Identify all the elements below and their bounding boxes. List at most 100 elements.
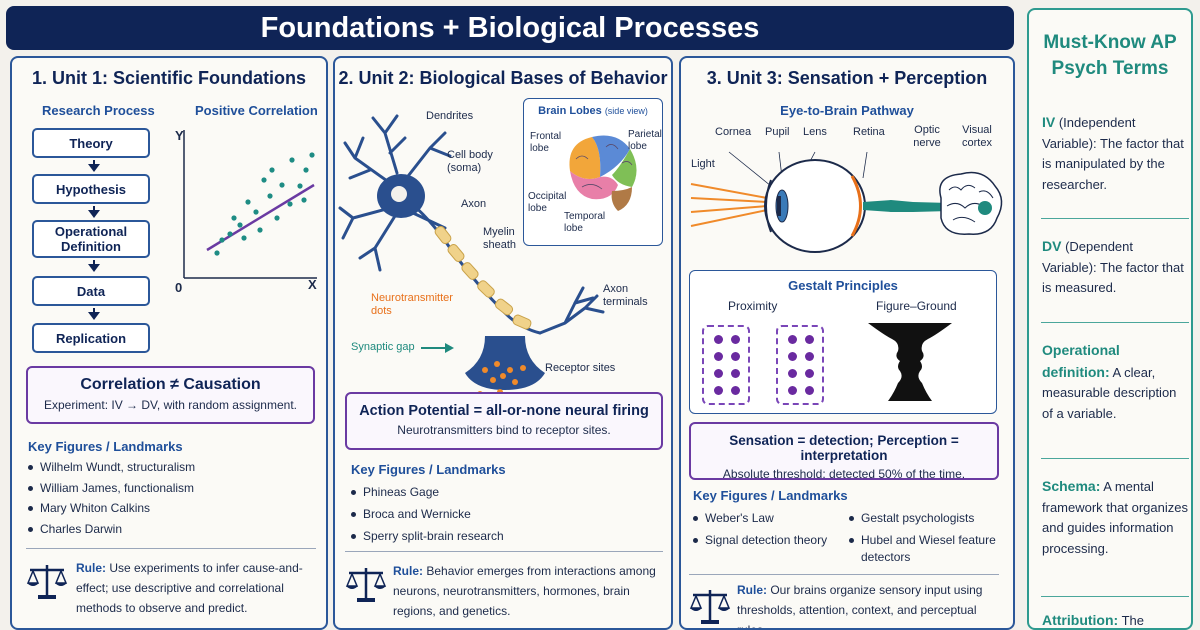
rule-body: Behavior emerges from interactions among…: [393, 564, 656, 618]
term-iv: IV (Independent Variable): The factor th…: [1042, 114, 1184, 192]
scale-icon: [689, 590, 731, 624]
label-axon: Axon: [461, 198, 487, 210]
list-item: Signal detection theory: [691, 530, 841, 552]
list-item: William James, functionalism: [26, 478, 316, 499]
term-operational-definition: Operational definition: A clear, measura…: [1042, 342, 1177, 421]
unit2-panel: 2. Unit 2: Biological Bases of Behavior: [333, 56, 673, 630]
label-cornea: Cornea: [715, 126, 752, 138]
gestalt-title: Gestalt Principles: [788, 278, 898, 293]
y-axis-label: Y: [175, 128, 184, 143]
label-optic: Optic nerve: [913, 124, 941, 149]
origin-label: 0: [175, 280, 183, 295]
vase-faces-icon: [868, 323, 952, 401]
rule-body: Use experiments to infer cause-and-effec…: [76, 561, 303, 615]
key-figures-title: Key Figures / Landmarks: [693, 488, 848, 503]
scale-icon: [345, 568, 387, 602]
terms-sidebar: Must-Know AP Psych Terms IV (Independent…: [1027, 8, 1193, 630]
callout-title: Correlation ≠ Causation: [80, 376, 261, 393]
label-parietal: Parietal lobe: [628, 129, 662, 152]
label-retina: Retina: [853, 126, 885, 138]
brain-title: Brain Lobes (side view): [538, 105, 648, 117]
list-item: Mary Whiton Calkins: [26, 498, 316, 519]
scatter-plot: [183, 130, 317, 279]
arrow-down-icon: [88, 210, 100, 218]
term-schema: Schema: A mental framework that organize…: [1042, 478, 1188, 556]
label-light: Light: [691, 158, 715, 170]
callout-title: Action Potential = all-or-none neural fi…: [359, 403, 649, 419]
label-cell-body: Cell body (soma): [447, 149, 493, 174]
callout-text: Absolute threshold: detected 50% of the …: [722, 467, 966, 481]
unit3-panel: 3. Unit 3: Sensation + Perception Eye-to…: [679, 56, 1015, 630]
rule-text: Rule: Use experiments to infer cause-and…: [76, 558, 326, 618]
sidebar-title: Must-Know AP Psych Terms: [1043, 32, 1177, 79]
unit3-title: 3. Unit 3: Sensation + Perception: [706, 68, 988, 88]
eye-title: Eye-to-Brain Pathway: [780, 103, 914, 118]
sensation-callout: Sensation = detection; Perception = inte…: [689, 422, 999, 481]
proximity-group-right: [776, 325, 824, 405]
key-figures-title: Key Figures / Landmarks: [351, 462, 506, 477]
eye-diagram: [690, 151, 1003, 253]
callout-text: Neurotransmitters bind to receptor sites…: [397, 423, 611, 437]
neuron-diagram: [338, 114, 605, 390]
page-title: Foundations + Biological Processes: [6, 6, 1014, 50]
brain-lobes-box: Brain Lobes (side view) Frontal lobe Par…: [523, 98, 663, 246]
term-dv: DV (Dependent Variable): The factor that…: [1042, 238, 1184, 295]
key-figures-list: Wilhelm Wundt, structuralism William Jam…: [26, 457, 316, 539]
list-item: Hubel and Wiesel feature detectors: [847, 530, 997, 566]
arrow-down-icon: [88, 264, 100, 272]
proximity-group-left: [702, 325, 750, 405]
label-dendrites: Dendrites: [426, 110, 474, 122]
label-temporal: Temporal lobe: [564, 211, 606, 234]
flow-step-operational-definition: Operational Definition: [32, 220, 150, 258]
unit1-panel: 1. Unit 1: Scientific Foundations Resear…: [10, 56, 328, 630]
callout-title: Sensation = detection; Perception = inte…: [729, 433, 959, 463]
research-process-label: Research Process: [42, 103, 155, 118]
term-attribution: Attribution: The: [1042, 612, 1144, 628]
key-figures-title: Key Figures / Landmarks: [28, 439, 183, 454]
arrow-down-icon: [88, 312, 100, 320]
key-figures-list: Phineas Gage Broca and Wernicke Sperry s…: [349, 482, 659, 548]
list-item: Wilhelm Wundt, structuralism: [26, 457, 316, 478]
x-axis-label: X: [308, 277, 317, 292]
label-receptors: Receptor sites: [545, 362, 616, 374]
label-frontal: Frontal lobe: [530, 131, 562, 154]
flow-step-hypothesis: Hypothesis: [32, 174, 150, 204]
flow-step-data: Data: [32, 276, 150, 306]
rule-body: Our brains organize sensory input using …: [737, 583, 983, 630]
label-pupil: Pupil: [765, 126, 790, 138]
flow-step-replication: Replication: [32, 323, 150, 353]
list-item: Phineas Gage: [349, 482, 659, 504]
list-item: Broca and Wernicke: [349, 504, 659, 526]
key-figures-list-left: Weber's Law Signal detection theory: [691, 508, 841, 552]
label-occipital: Occipital lobe: [528, 191, 567, 214]
scale-icon: [26, 565, 68, 599]
brain-icon: [569, 135, 637, 211]
flow-step-theory: Theory: [32, 128, 150, 158]
gestalt-box: Gestalt Principles Proximity Figure–Grou…: [689, 270, 997, 414]
label-lens: Lens: [803, 126, 827, 138]
list-item: Weber's Law: [691, 508, 841, 530]
label-gap: Synaptic gap: [351, 341, 415, 353]
rule-text: Rule: Behavior emerges from interactions…: [393, 561, 665, 621]
label-nt-dots: Neurotransmitter dots: [371, 292, 453, 317]
correlation-label: Positive Correlation: [195, 103, 318, 118]
rule-label: Rule:: [76, 561, 106, 575]
rule-label: Rule:: [737, 583, 767, 597]
figure-ground-label: Figure–Ground: [876, 299, 957, 313]
action-potential-callout: Action Potential = all-or-none neural fi…: [345, 392, 663, 450]
arrow-down-icon: [88, 164, 100, 172]
correlation-callout: Correlation ≠ Causation Experiment: IV →…: [26, 366, 315, 424]
proximity-label: Proximity: [728, 299, 778, 313]
list-item: Sperry split-brain research: [349, 526, 659, 548]
list-item: Charles Darwin: [26, 519, 316, 540]
label-terminals: Axon terminals: [603, 283, 648, 308]
arrow-right-icon: [421, 343, 454, 353]
label-visual: Visual cortex: [962, 124, 992, 149]
rule-text: Rule: Our brains organize sensory input …: [737, 580, 999, 630]
rule-label: Rule:: [393, 564, 423, 578]
list-item: Gestalt psychologists: [847, 508, 997, 530]
unit1-title: 1. Unit 1: Scientific Foundations: [31, 68, 307, 88]
label-myelin: Myelin sheath: [483, 226, 517, 251]
callout-text: Experiment: IV → DV, with random assignm…: [44, 398, 297, 412]
key-figures-list-right: Gestalt psychologists Hubel and Wiesel f…: [847, 508, 997, 566]
